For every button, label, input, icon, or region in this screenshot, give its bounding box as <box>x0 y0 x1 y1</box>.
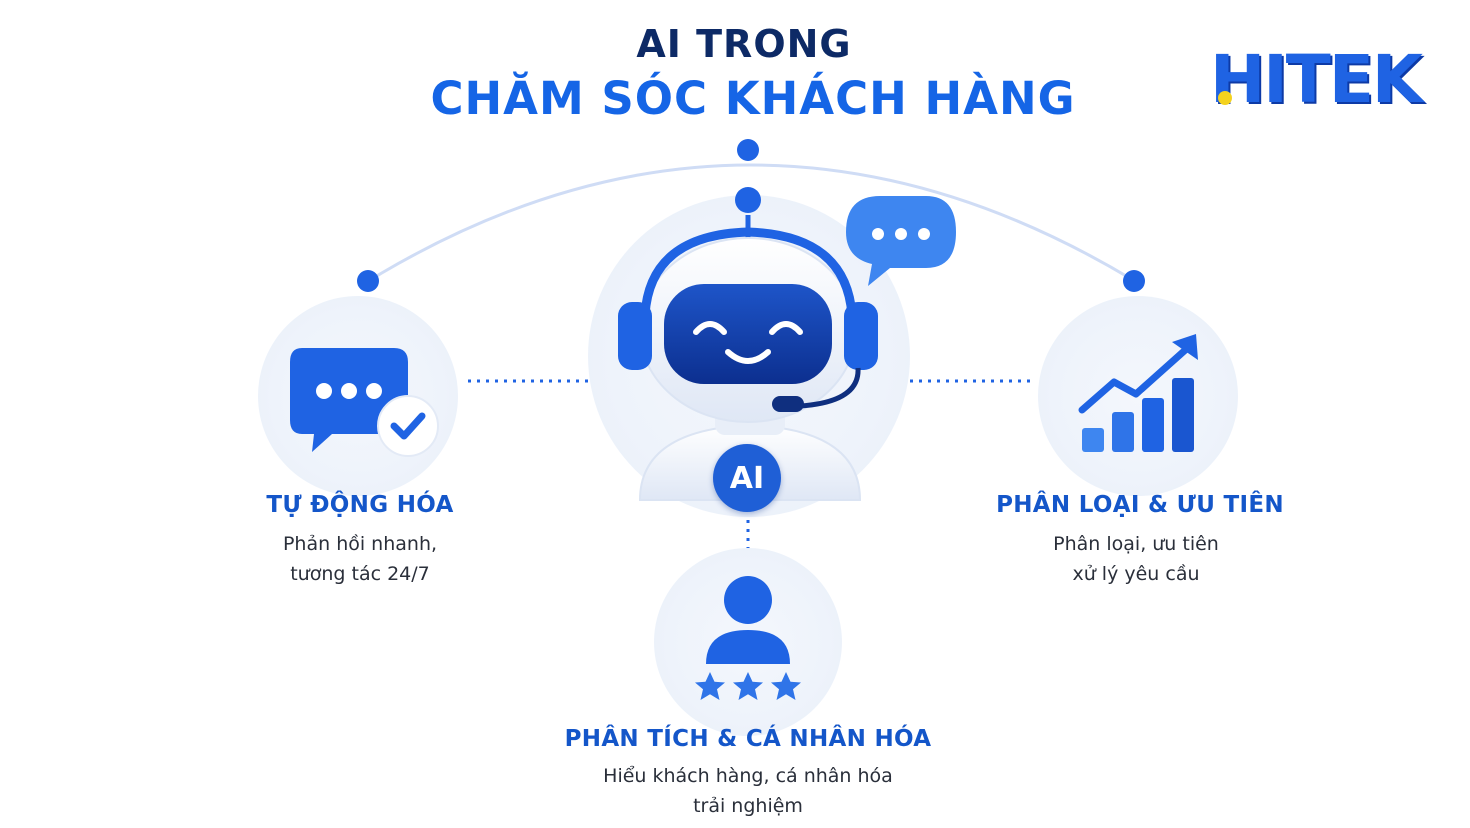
feature-desc-classification-line1: Phân loại, ưu tiên <box>1053 533 1219 555</box>
ai-badge: AI <box>713 444 781 512</box>
top-arc <box>369 163 1134 282</box>
chat-check-icon <box>290 348 439 457</box>
feature-title-personalization: PHÂN TÍCH & CÁ NHÂN HÓA <box>564 726 932 752</box>
title-line-1: AI TRONG <box>636 22 852 66</box>
logo-text: HITEK <box>1210 41 1423 118</box>
user-rating-icon <box>695 576 801 700</box>
logo-dot <box>1218 91 1232 105</box>
ai-badge-label: AI <box>729 460 765 496</box>
arc-node-top <box>737 139 759 161</box>
feature-desc-personalization-line2: trải nghiệm <box>693 795 803 817</box>
feature-desc-classification-line2: xử lý yêu cầu <box>1072 563 1200 585</box>
arc-node-right <box>1123 270 1145 292</box>
brand-logo: HITEK <box>1210 44 1430 116</box>
feature-desc-personalization-line1: Hiểu khách hàng, cá nhân hóa <box>603 765 893 787</box>
feature-desc-automation-line2: tương tác 24/7 <box>290 563 430 585</box>
growth-chart-icon <box>1078 334 1198 452</box>
speech-bubble-dots-icon <box>846 196 956 286</box>
title-line-2: CHĂM SÓC KHÁCH HÀNG <box>430 72 1076 125</box>
feature-title-classification: PHÂN LOẠI & ƯU TIÊN <box>996 492 1284 518</box>
arc-node-left <box>357 270 379 292</box>
feature-title-automation: TỰ ĐỘNG HÓA <box>266 492 454 518</box>
feature-desc-automation-line1: Phản hồi nhanh, <box>282 533 438 555</box>
robot-headset-icon <box>618 187 878 501</box>
